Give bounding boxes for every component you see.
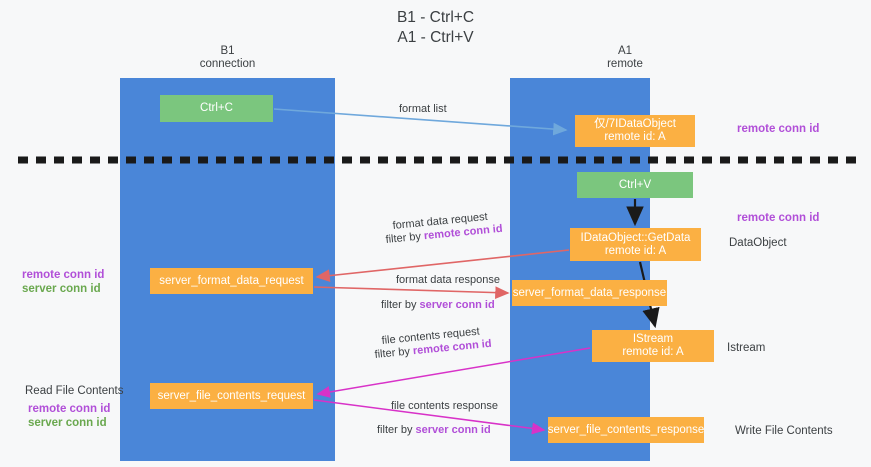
filter-key-server-conn-id: server conn id [419, 299, 495, 311]
node-idataobject[interactable]: 仅/7IDataObject remote id: A [575, 115, 695, 147]
lane-header-b1-name: B1 [220, 45, 235, 57]
label-file-contents-response: file contents response [391, 400, 499, 412]
node-server-file-contents-response[interactable]: server_file_contents_response [548, 417, 704, 443]
node-idataobject-line-2: remote id: A [604, 131, 666, 143]
annotation-left-remote-conn-id-1: remote conn id [22, 269, 105, 281]
node-server-file-contents-request[interactable]: server_file_contents_request [150, 383, 313, 409]
node-idataobject-line-1: 仅/7IDataObject [594, 118, 676, 130]
annotation-left-remote-conn-id-2: remote conn id [28, 403, 111, 415]
diagram-title: B1 - Ctrl+C A1 - Ctrl+V [0, 8, 871, 48]
node-istream-line-2: remote id: A [622, 346, 684, 358]
node-server-file-contents-response-label: server_file_contents_response [547, 423, 705, 436]
lane-header-a1: A1 remote [510, 45, 740, 71]
node-ctrl-c-label: Ctrl+C [200, 102, 233, 114]
lane-header-a1-role: remote [607, 58, 643, 70]
node-getdata-line-1: IDataObject::GetData [580, 231, 691, 244]
node-istream[interactable]: IStream remote id: A [592, 330, 714, 362]
lane-header-b1-role: connection [199, 58, 256, 70]
node-server-file-contents-request-label: server_file_contents_request [157, 389, 306, 402]
arrow-format-data-response [313, 286, 510, 300]
filter-key-server-conn-id: server conn id [415, 424, 491, 436]
filter-prefix: filter by [385, 230, 425, 246]
lane-header-b1: B1 connection [120, 45, 335, 71]
node-server-format-data-request-label: server_format_data_request [159, 274, 304, 287]
node-server-format-data-response[interactable]: server_format_data_response [512, 280, 667, 306]
filter-prefix: filter by [374, 345, 414, 361]
annotation-right-write-file-contents: Write File Contents [735, 425, 833, 437]
annotation-right-remote-conn-id-2: remote conn id [737, 212, 820, 224]
filter-prefix: filter by [381, 299, 420, 311]
node-getdata-line-2: remote id: A [604, 244, 667, 257]
node-idataobject-getdata[interactable]: IDataObject::GetData remote id: A [570, 228, 701, 261]
annotation-left-server-conn-id-1: server conn id [22, 283, 101, 295]
annotation-left-server-conn-id-2: server conn id [28, 417, 107, 429]
diagram-title-line-2: A1 - Ctrl+V [397, 29, 474, 46]
label-file-contents-response-filter: filter by server conn id [377, 423, 491, 437]
label-format-data-response: format data response [396, 274, 500, 286]
annotation-left-read-file-contents: Read File Contents [25, 385, 124, 397]
node-server-format-data-response-label: server_format_data_response [512, 286, 667, 299]
node-server-format-data-request[interactable]: server_format_data_request [150, 268, 313, 294]
label-format-list: format list [399, 103, 447, 115]
label-format-data-response-filter: filter by server conn id [381, 298, 495, 312]
diagram-title-line-1: B1 - Ctrl+C [396, 9, 475, 26]
node-ctrl-v[interactable]: Ctrl+V [577, 172, 693, 198]
annotation-right-remote-conn-id-1: remote conn id [737, 123, 820, 135]
node-ctrl-c[interactable]: Ctrl+C [160, 95, 273, 122]
annotation-right-dataobject: DataObject [729, 237, 787, 249]
node-ctrl-v-label: Ctrl+V [618, 178, 652, 191]
node-istream-line-1: IStream [632, 333, 674, 345]
annotation-right-istream: Istream [727, 342, 766, 354]
lane-header-a1-name: A1 [617, 45, 633, 57]
filter-prefix: filter by [377, 424, 416, 436]
